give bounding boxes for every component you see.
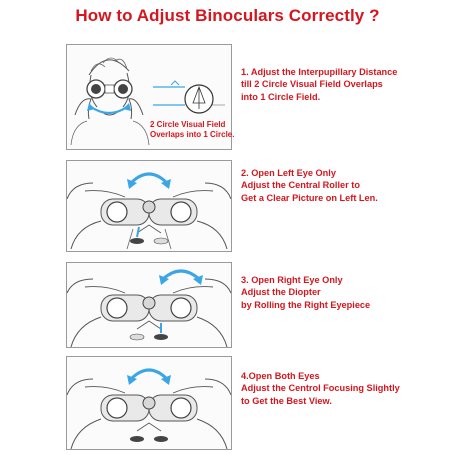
- step-3-text: 3. Open Right Eye Only Adjust the Diopte…: [241, 275, 371, 310]
- rotate-arrow-icon: [127, 368, 171, 385]
- step-4-text: 4.Open Both Eyes Adjust the Centrol Focu…: [241, 371, 400, 406]
- step-4-illustration: [66, 356, 232, 450]
- step-1-illustration: [66, 44, 232, 150]
- step-3-illustration: [66, 262, 232, 348]
- person-with-binoculars-icon: [70, 57, 225, 146]
- step-1-text: 1. Adjust the Interpupillary Distance ti…: [241, 67, 398, 102]
- step-2-illustration: [66, 160, 232, 252]
- page-title: How to Adjust Binoculars Correctly ?: [75, 6, 380, 25]
- rotate-arrow-icon: [159, 269, 203, 333]
- binoculars-icon: [67, 269, 231, 347]
- step-2-text: 2. Open Left Eye Only Adjust the Central…: [241, 168, 378, 203]
- rotate-arrow-icon: [127, 172, 171, 238]
- step-1-panel-caption: 2 Circle Visual Field Overlaps into 1 Ci…: [150, 120, 235, 139]
- binoculars-icon: [67, 368, 231, 449]
- circle-field-icon: [153, 80, 225, 114]
- binoculars-icon: [67, 172, 231, 250]
